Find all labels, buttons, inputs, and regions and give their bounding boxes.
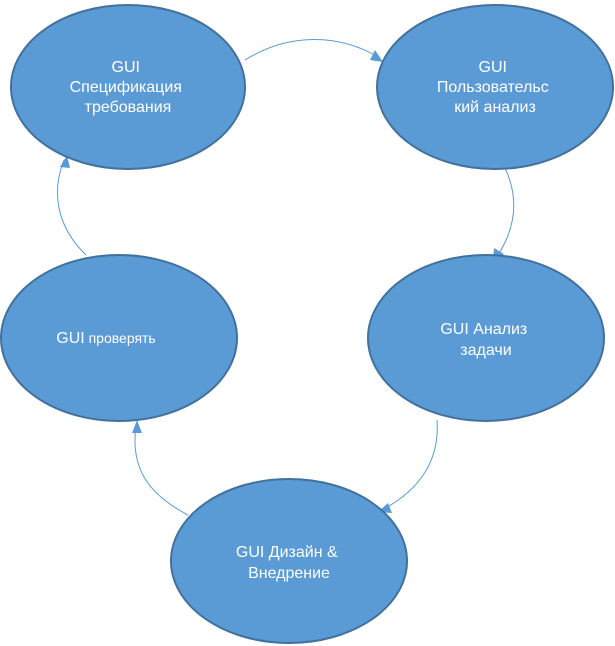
- arrowhead-verify: [132, 420, 142, 433]
- edge-verify-to-spec: [56, 159, 87, 256]
- node-verify-gui: GUI: [56, 330, 84, 347]
- node-task-analysis-label: GUI Анализ задачи: [440, 321, 531, 359]
- node-verify: GUI проверять: [0, 254, 238, 422]
- node-user-analysis-line-3: кий анализ: [454, 99, 536, 116]
- edge-spec-to-user-analysis: [244, 39, 381, 61]
- edge-design-to-verify: [134, 425, 189, 516]
- node-spec-line-3: требования: [85, 99, 172, 116]
- node-task-analysis-line-1: GUI Анализ: [440, 321, 527, 338]
- node-task-analysis-ellipse: [367, 254, 605, 422]
- node-design: GUI Дизайн & Внедрение: [170, 478, 408, 644]
- node-verify-rest: проверять: [85, 330, 156, 346]
- node-design-ellipse: [170, 478, 408, 644]
- node-task-analysis: GUI Анализ задачи: [367, 254, 605, 422]
- node-user-analysis-line-2: Пользовательс: [437, 79, 549, 96]
- node-verify-ellipse: [0, 254, 238, 422]
- edge-user-analysis-to-task-analysis: [495, 167, 515, 259]
- node-user-analysis: GUI Пользовательс кий анализ: [376, 4, 614, 170]
- node-verify-label: GUI проверять: [56, 330, 155, 347]
- node-design-line-1: GUI Дизайн &: [236, 544, 338, 561]
- node-spec: GUI Спецификация требования: [10, 4, 246, 170]
- node-user-analysis-label: GUI Пользовательс кий анализ: [437, 59, 553, 116]
- node-design-label: GUI Дизайн & Внедрение: [236, 544, 342, 582]
- node-user-analysis-line-1: GUI: [479, 59, 507, 76]
- node-spec-line-1: GUI: [112, 59, 140, 76]
- node-spec-label: GUI Спецификация требования: [70, 59, 187, 116]
- node-user-analysis-ellipse: [376, 4, 614, 170]
- arrowhead-user-analysis: [370, 50, 383, 62]
- node-spec-line-2: Спецификация: [70, 79, 182, 96]
- node-design-line-2: Внедрение: [248, 565, 330, 582]
- node-spec-ellipse: [10, 4, 246, 170]
- node-task-analysis-line-2: задачи: [460, 342, 511, 359]
- edge-task-analysis-to-design: [381, 419, 438, 511]
